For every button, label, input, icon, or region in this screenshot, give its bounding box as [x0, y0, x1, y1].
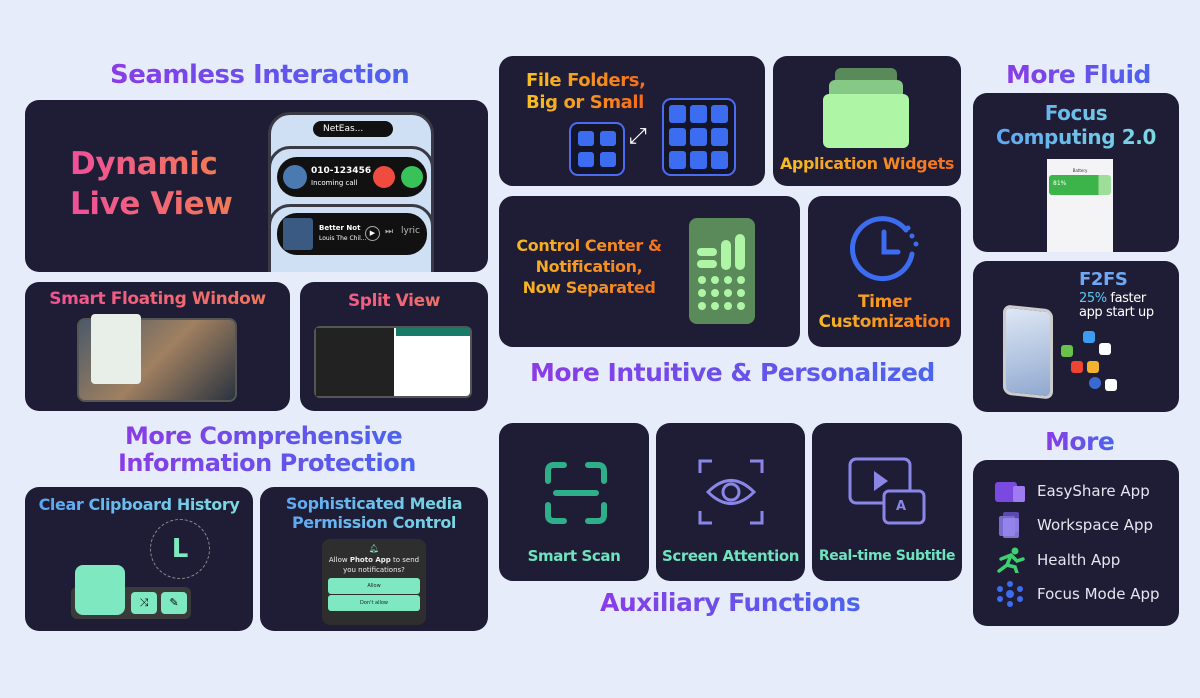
card-application-widgets: Application Widgets: [773, 56, 961, 186]
music-pill: Better Not Louis The Chil... ▶ ⏭ lyric: [277, 213, 427, 255]
battery-title: Battery: [1072, 168, 1088, 173]
call-number: 010-123456: [311, 166, 372, 176]
card-dynamic-live-view: Dynamic Live View NetEas... 010-123456 I…: [25, 100, 488, 272]
resize-arrows-icon: ⤢: [629, 124, 647, 149]
heading-auxiliary: Auxiliary Functions: [600, 588, 861, 617]
focus-mode-icon: [997, 581, 1023, 607]
card-f2fs: F2FS 25% faster app start up: [973, 261, 1179, 412]
widgets-stack-icon: [823, 68, 909, 148]
app-item-easyshare[interactable]: EasyShare App: [995, 478, 1150, 504]
easyshare-icon: [995, 482, 1025, 502]
floating-chat-window: [91, 314, 141, 384]
control-title-1: Control Center &: [499, 236, 679, 255]
realtime-subtitle-label: Real-time Subtitle: [818, 548, 956, 564]
battery-bar: 81%: [1049, 175, 1111, 195]
eye-icon: [698, 459, 764, 525]
dynamic-title-2: Live View: [70, 186, 233, 222]
app-item-health[interactable]: Health App: [995, 547, 1120, 573]
permission-prompt: Allow Photo App to send you notification…: [328, 556, 420, 574]
timer-title-2: Customization: [808, 312, 961, 332]
app-item-focus-mode[interactable]: Focus Mode App: [995, 581, 1160, 607]
card-clear-clipboard: Clear Clipboard History L ⤨ ✎: [25, 487, 253, 631]
accept-call-button[interactable]: [401, 166, 423, 188]
widgets-title: Application Widgets: [773, 154, 961, 173]
shuffle-icon[interactable]: ⤨: [131, 592, 157, 614]
card-media-permission: Sophisticated Media Permission Control 🔔…: [260, 487, 488, 631]
play-icon[interactable]: ▶: [365, 226, 380, 241]
album-art: [283, 218, 313, 250]
clipboard-thumbnail: [75, 565, 125, 615]
app-icons-cluster: [1061, 331, 1121, 391]
heading-seamless-interaction: Seamless Interaction: [110, 60, 410, 90]
split-title: Split View: [300, 291, 488, 311]
card-file-folders: File Folders, Big or Small ⤢: [499, 56, 765, 186]
island-pill: NetEas...: [313, 121, 393, 137]
app-label: Focus Mode App: [1037, 585, 1160, 603]
app-label: EasyShare App: [1037, 482, 1150, 500]
edit-icon[interactable]: ✎: [161, 592, 187, 614]
f2fs-line-1: 25% faster: [1079, 291, 1146, 306]
large-folder-icon: [662, 98, 736, 176]
dynamic-title-1: Dynamic: [70, 146, 218, 182]
lyric-button[interactable]: lyric: [401, 226, 420, 236]
workspace-icon: [999, 512, 1019, 538]
dont-allow-button[interactable]: Don't allow: [328, 595, 420, 611]
caller-avatar: [283, 165, 307, 189]
split-view-screenshot: [314, 326, 472, 398]
timer-title-1: Timer: [808, 292, 961, 312]
control-center-icon: [689, 218, 755, 324]
card-more-apps: EasyShare App Workspace App Health App F…: [973, 460, 1179, 626]
folders-title-1: File Folders,: [526, 70, 646, 91]
control-title-3: Now Separated: [499, 278, 679, 297]
battery-screenshot: Battery 81%: [1047, 159, 1113, 252]
app-label: Workspace App: [1037, 516, 1154, 534]
smart-scan-label: Smart Scan: [527, 547, 621, 565]
clipboard-title: Clear Clipboard History: [25, 495, 253, 514]
floating-title: Smart Floating Window: [25, 289, 290, 309]
next-icon[interactable]: ⏭: [385, 227, 394, 237]
card-smart-scan: Smart Scan: [499, 423, 649, 581]
card-focus-computing: Focus Computing 2.0 Battery 81%: [973, 93, 1179, 252]
f2fs-title: F2FS: [1079, 269, 1128, 290]
focus-title-1: Focus: [973, 101, 1179, 125]
card-smart-floating-window: Smart Floating Window: [25, 282, 290, 411]
card-split-view: Split View: [300, 282, 488, 411]
allow-button[interactable]: Allow: [328, 578, 420, 594]
focus-title-2: Computing 2.0: [973, 125, 1179, 149]
subtitle-icon: [848, 457, 926, 525]
app-label: Health App: [1037, 551, 1121, 569]
song-title: Better Not: [319, 224, 361, 232]
screen-attention-label: Screen Attention: [661, 547, 800, 565]
heading-protection-2: Information Protection: [118, 449, 416, 477]
media-title-2: Permission Control: [260, 513, 488, 532]
clock-icon: L: [150, 519, 210, 579]
control-title-2: Notification,: [499, 257, 679, 276]
flip-phone-image: [1003, 304, 1053, 400]
heading-protection-1: More Comprehensive: [125, 422, 403, 450]
incoming-call-pill: 010-123456 Incoming call: [277, 157, 427, 197]
subtitle-a-glyph: A: [896, 499, 907, 514]
folders-title-2: Big or Small: [526, 92, 644, 113]
permission-dialog: 🔔︎ Allow Photo App to send you notificat…: [322, 539, 426, 625]
heading-more-fluid: More Fluid: [1006, 60, 1151, 89]
f2fs-line-2: app start up: [1079, 305, 1154, 320]
card-timer: Timer Customization: [808, 196, 961, 347]
card-realtime-subtitle: A Real-time Subtitle: [812, 423, 962, 581]
card-control-center: Control Center & Notification, Now Separ…: [499, 196, 800, 347]
call-status: Incoming call: [311, 179, 358, 187]
media-title-1: Sophisticated Media: [260, 494, 488, 513]
decline-call-button[interactable]: [373, 166, 395, 188]
app-item-workspace[interactable]: Workspace App: [995, 512, 1153, 538]
health-icon: [997, 547, 1025, 573]
song-artist: Louis The Chil...: [319, 235, 367, 242]
heading-intuitive: More Intuitive & Personalized: [530, 358, 935, 387]
bell-icon: 🔔︎: [368, 544, 380, 553]
heading-more: More: [1045, 427, 1115, 456]
scan-icon: [545, 462, 607, 524]
timer-clock-icon: [850, 216, 919, 282]
card-screen-attention: Screen Attention: [656, 423, 805, 581]
phone-mockup-3: Better Not Louis The Chil... ▶ ⏭ lyric: [268, 204, 434, 272]
small-folder-icon: [569, 122, 625, 176]
